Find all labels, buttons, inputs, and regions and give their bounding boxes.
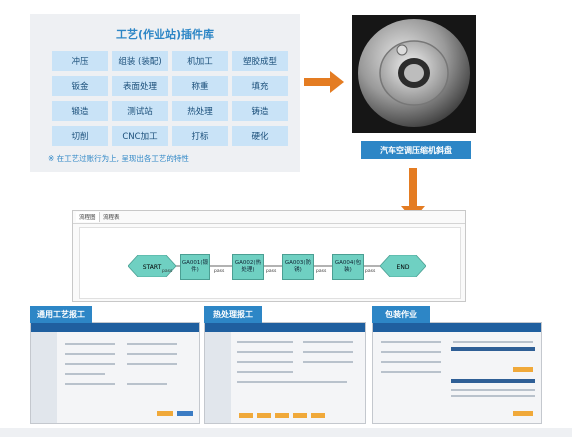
swash-plate-image	[352, 15, 476, 133]
plugin-library-panel: 工艺(作业站)插件库 冲压 组装 (装配) 机加工 塑胶成型 钣金 表面处理 称…	[30, 14, 300, 172]
plugin-cell[interactable]: 组装 (装配)	[112, 51, 168, 71]
start-node[interactable]: START	[128, 255, 176, 277]
plugin-cell[interactable]: 测试站	[112, 101, 168, 121]
screen-general-report	[30, 322, 200, 424]
library-title: 工艺(作业站)插件库	[115, 28, 215, 41]
library-grid: 冲压 组装 (装配) 机加工 塑胶成型 钣金 表面处理 称重 填充 锻造 测试站…	[52, 51, 302, 146]
plugin-cell[interactable]: 硬化	[232, 126, 288, 146]
screen-label: 热处理报工	[204, 306, 262, 323]
workflow-node[interactable]: GA003(防锈)	[282, 254, 314, 280]
screen-packaging	[372, 322, 542, 424]
plugin-cell[interactable]: 钣金	[52, 76, 108, 96]
footer-strip	[0, 428, 572, 437]
workflow-node[interactable]: GA001(锻件)	[180, 254, 210, 280]
workflow-canvas: START GA001(锻件) GA002(热处理) GA003(防锈) GA0…	[79, 227, 461, 299]
tab-flowchart[interactable]: 流程图	[76, 212, 100, 222]
plugin-cell[interactable]: 打标	[172, 126, 228, 146]
plugin-cell[interactable]: 机加工	[172, 51, 228, 71]
screen-heat-treatment	[204, 322, 366, 424]
edge-tag: pass	[316, 269, 327, 274]
arrow-right-head-icon	[330, 71, 344, 93]
plugin-cell[interactable]: 切削	[52, 126, 108, 146]
plugin-cell[interactable]: 塑胶成型	[232, 51, 288, 71]
start-label: START	[143, 264, 162, 271]
plugin-cell[interactable]: 称重	[172, 76, 228, 96]
arrow-down-icon	[409, 168, 417, 208]
end-node[interactable]: END	[380, 255, 426, 277]
plugin-cell[interactable]: 表面处理	[112, 76, 168, 96]
plugin-cell[interactable]: 填充	[232, 76, 288, 96]
screen-label: 包装作业	[372, 306, 430, 323]
workflow-tabs: 流程图 流程表	[73, 211, 465, 224]
plugin-cell[interactable]: 冲压	[52, 51, 108, 71]
edge-tag: pass	[365, 269, 376, 274]
library-note: ※ 在工艺过账行为上, 呈现出各工艺的特性	[48, 154, 189, 163]
workflow-node[interactable]: GA004(包装)	[332, 254, 364, 280]
plugin-cell[interactable]: 铸造	[232, 101, 288, 121]
plugin-cell[interactable]: 热处理	[172, 101, 228, 121]
edge-tag: pass	[162, 269, 173, 274]
edge-tag: pass	[266, 269, 277, 274]
workflow-node[interactable]: GA002(热处理)	[232, 254, 264, 280]
arrow-right-icon	[304, 78, 332, 86]
edge-tag: pass	[214, 269, 225, 274]
screen-label: 通用工艺报工	[30, 306, 92, 323]
tab-flowtable[interactable]: 流程表	[103, 215, 120, 221]
end-label: END	[397, 264, 410, 271]
product-photo	[352, 15, 476, 133]
plugin-cell[interactable]: CNC加工	[112, 126, 168, 146]
plugin-cell[interactable]: 锻造	[52, 101, 108, 121]
product-label: 汽车空调压缩机斜盘	[361, 141, 471, 159]
workflow-window: 流程图 流程表 START GA001(锻件) GA002(热处理) GA003…	[72, 210, 466, 302]
